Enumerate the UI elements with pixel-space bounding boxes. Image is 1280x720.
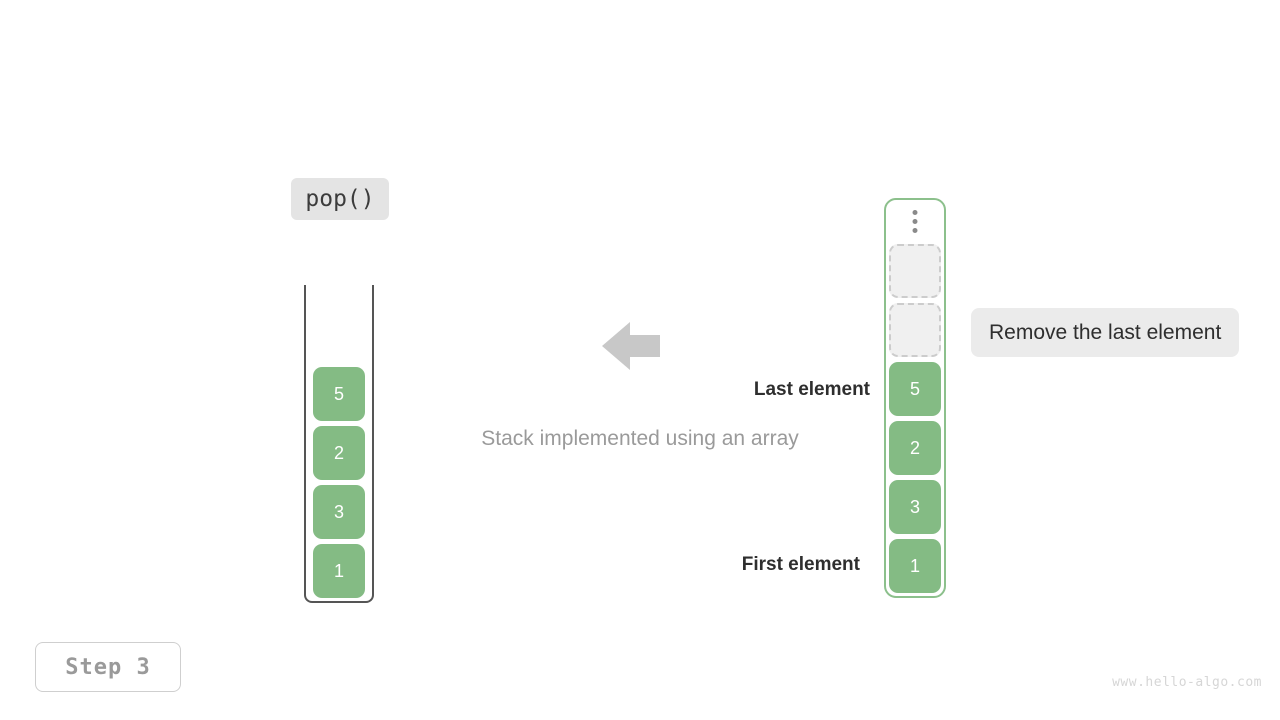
stack-cell: 3 (313, 485, 365, 539)
array-empty-slot (889, 303, 941, 357)
diagram-caption: Stack implemented using an array (481, 427, 799, 450)
stack-cell: 1 (313, 544, 365, 598)
operation-badge: pop() (291, 178, 389, 220)
stack-cell: 5 (313, 367, 365, 421)
array-cell: 2 (889, 421, 941, 475)
first-element-label: First element (741, 554, 860, 575)
stack-cell: 2 (313, 426, 365, 480)
array-cell: 3 (889, 480, 941, 534)
stack-item-list: 1 3 2 5 (304, 367, 374, 598)
stack-container: 1 3 2 5 (304, 285, 374, 603)
arrow-left-icon (602, 318, 660, 374)
array-cell: 1 (889, 539, 941, 593)
array-item-list: 1 3 2 5 (884, 244, 946, 593)
array-cell: 5 (889, 362, 941, 416)
watermark: www.hello-algo.com (1112, 675, 1262, 690)
vertical-ellipsis-icon (912, 210, 918, 233)
annotation-remove-last-element: Remove the last element (971, 308, 1240, 357)
array-container: 1 3 2 5 (884, 198, 946, 598)
step-badge: Step 3 (35, 642, 181, 692)
array-empty-slot (889, 244, 941, 298)
last-element-label: Last element (753, 379, 870, 400)
